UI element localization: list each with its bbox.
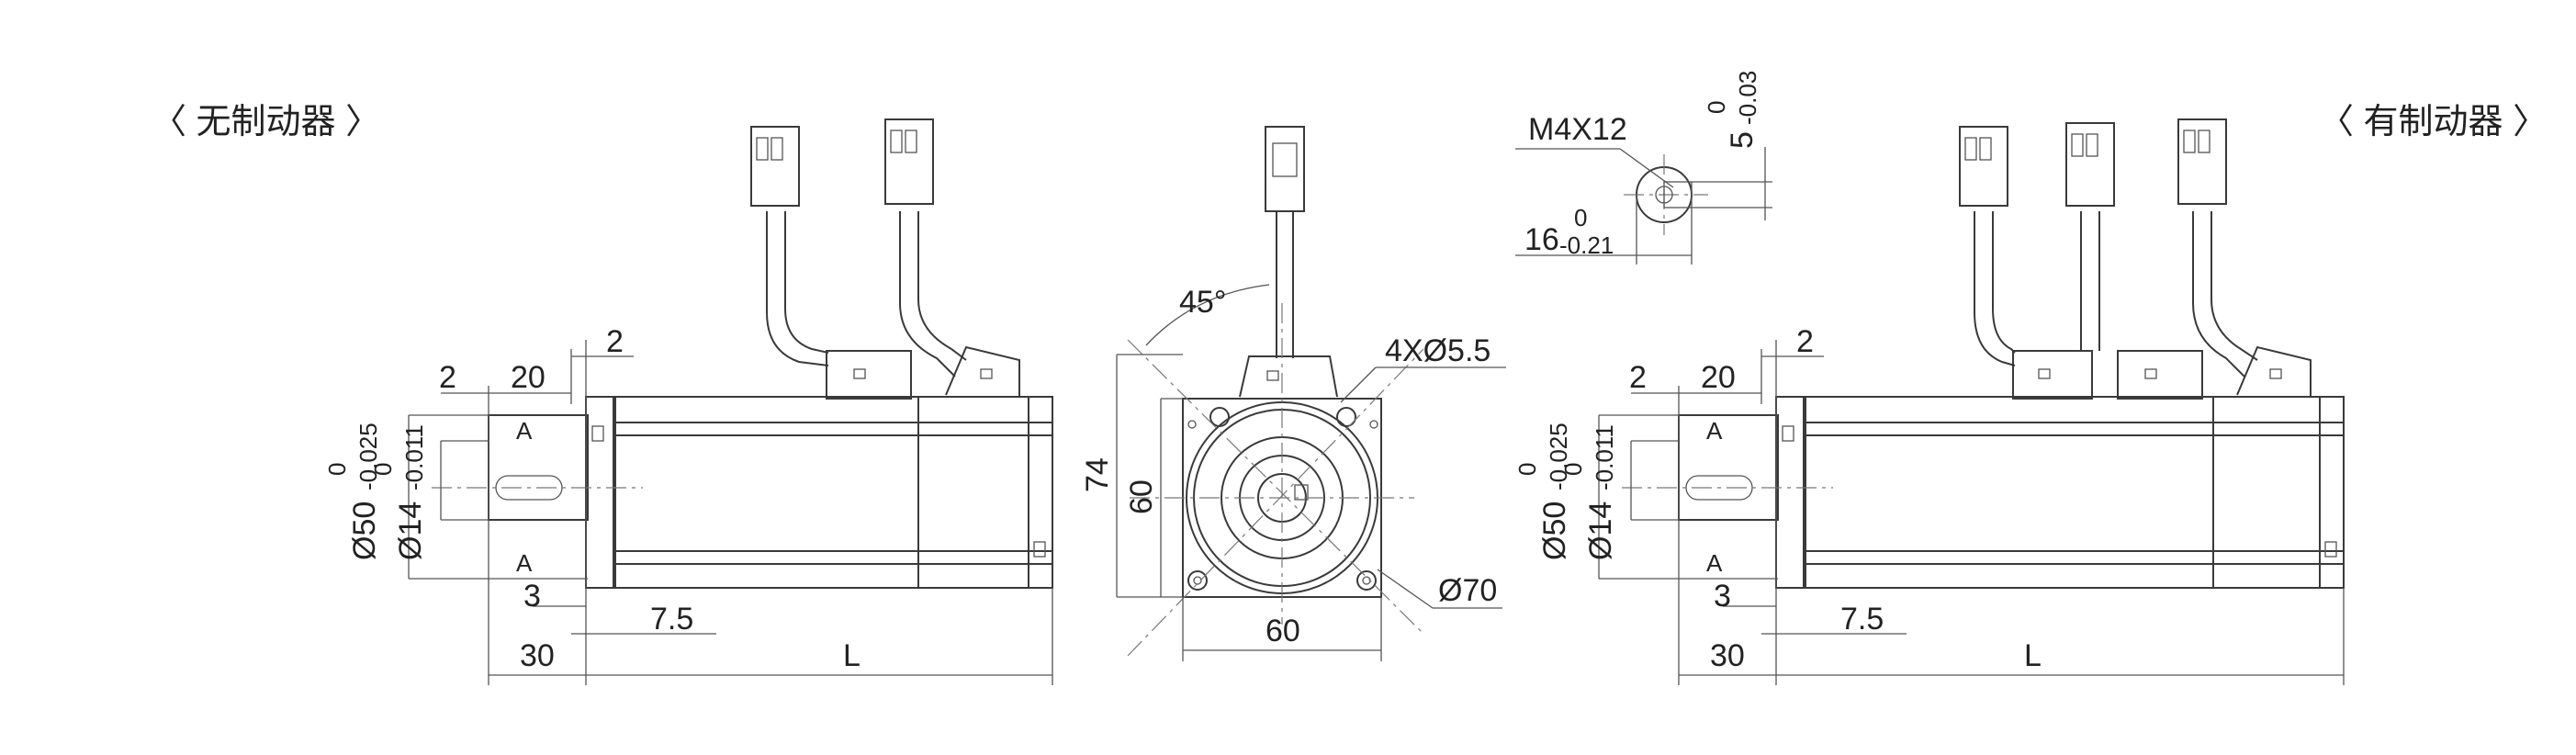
svg-text:-0.025: -0.025 bbox=[354, 423, 382, 490]
dim-label-shaft-dia-brake: Ø50 0 -0.025 bbox=[1513, 423, 1572, 560]
dim-label-h60: 60 bbox=[1124, 479, 1159, 514]
flange bbox=[585, 396, 616, 589]
mount-hole-br bbox=[1356, 570, 1377, 591]
dim-label-h74: 74 bbox=[1080, 457, 1115, 492]
dim-label-w60: 60 bbox=[1266, 614, 1300, 648]
svg-text:Ø14: Ø14 bbox=[1583, 501, 1618, 560]
dim-label-key-width: 5 0 -0.03 bbox=[1703, 71, 1761, 149]
shaft-brake bbox=[1678, 414, 1779, 521]
dim-label-pcd: Ø70 bbox=[1438, 573, 1497, 608]
side-view-with-brake bbox=[1622, 118, 2345, 589]
dim-label-shaft-dia: Ø50 0 -0.025 bbox=[323, 423, 382, 560]
svg-text:Ø50: Ø50 bbox=[347, 501, 382, 560]
shaft bbox=[488, 414, 589, 521]
dim-label-2-top-brake: 2 bbox=[1796, 324, 1814, 359]
dims-front bbox=[1116, 284, 1506, 661]
mount-hole-bl bbox=[1187, 570, 1208, 591]
motor-body-brake bbox=[1803, 396, 2345, 589]
svg-text:0: 0 bbox=[1703, 101, 1730, 114]
svg-text:16: 16 bbox=[1524, 222, 1559, 257]
section-mark-bottom-brake: A bbox=[1706, 549, 1723, 577]
section-mark-bottom: A bbox=[516, 549, 533, 577]
svg-text:-0.011: -0.011 bbox=[400, 424, 428, 490]
dim-label-2-top: 2 bbox=[606, 324, 624, 359]
title-no-brake: 〈 无制动器 〉 bbox=[152, 103, 380, 141]
dim-label-7-5-brake: 7.5 bbox=[1840, 602, 1884, 637]
dim-label-3: 3 bbox=[523, 579, 541, 614]
dim-label-key-height: 16 0 -0.21 bbox=[1524, 204, 1614, 259]
mount-hole-tr bbox=[1336, 407, 1356, 427]
dim-label-2-left: 2 bbox=[439, 360, 456, 395]
svg-text:0: 0 bbox=[1559, 463, 1587, 476]
plug-1 bbox=[750, 126, 800, 207]
motor-body bbox=[613, 396, 1053, 589]
dim-label-3-brake: 3 bbox=[1714, 579, 1731, 614]
dim-label-2-left-brake: 2 bbox=[1629, 360, 1647, 395]
svg-text:-0.025: -0.025 bbox=[1545, 423, 1572, 490]
mount-hole-tl bbox=[1209, 407, 1230, 427]
svg-text:-0.011: -0.011 bbox=[1591, 424, 1618, 490]
svg-text:0: 0 bbox=[1574, 204, 1587, 231]
dims-with-brake bbox=[1598, 340, 2345, 685]
side-view-no-brake bbox=[432, 118, 1053, 589]
dim-label-length: L bbox=[843, 638, 861, 673]
dim-label-length-brake: L bbox=[2024, 638, 2042, 673]
svg-text:Ø50: Ø50 bbox=[1537, 501, 1572, 560]
dim-label-key-dia: Ø14 0 -0.011 bbox=[369, 424, 428, 560]
dims-no-brake bbox=[408, 340, 1053, 685]
dim-label-30: 30 bbox=[520, 638, 555, 673]
dim-label-holes: 4XØ5.5 bbox=[1385, 333, 1490, 368]
front-connector bbox=[1239, 355, 1338, 398]
svg-text:-0.21: -0.21 bbox=[1559, 231, 1614, 259]
section-mark-top: A bbox=[516, 417, 533, 445]
svg-text:0: 0 bbox=[323, 463, 351, 476]
dim-label-20: 20 bbox=[511, 360, 546, 395]
connector-housing-2 bbox=[945, 345, 1020, 397]
dim-label-key-dia-brake: Ø14 0 -0.011 bbox=[1559, 424, 1618, 560]
title-with-brake: 〈 有制动器 〉 bbox=[2319, 103, 2548, 141]
svg-text:0: 0 bbox=[369, 463, 397, 476]
svg-text:5: 5 bbox=[1725, 131, 1760, 149]
svg-text:0: 0 bbox=[1513, 463, 1541, 476]
front-plug bbox=[1265, 126, 1305, 212]
section-mark-top-brake: A bbox=[1706, 417, 1723, 445]
svg-text:Ø14: Ø14 bbox=[393, 501, 428, 560]
svg-text:-0.03: -0.03 bbox=[1734, 71, 1761, 125]
dim-label-7-5: 7.5 bbox=[650, 602, 693, 637]
shaft-section-detail bbox=[1515, 147, 1772, 265]
plug-2 bbox=[884, 118, 934, 205]
dim-label-20-brake: 20 bbox=[1701, 360, 1736, 395]
dim-label-thread: M4X12 bbox=[1528, 112, 1627, 147]
dim-label-angle: 45° bbox=[1179, 285, 1226, 320]
dim-label-30-brake: 30 bbox=[1710, 638, 1745, 673]
front-view bbox=[1127, 126, 1424, 657]
connector-housing-1 bbox=[826, 350, 912, 400]
